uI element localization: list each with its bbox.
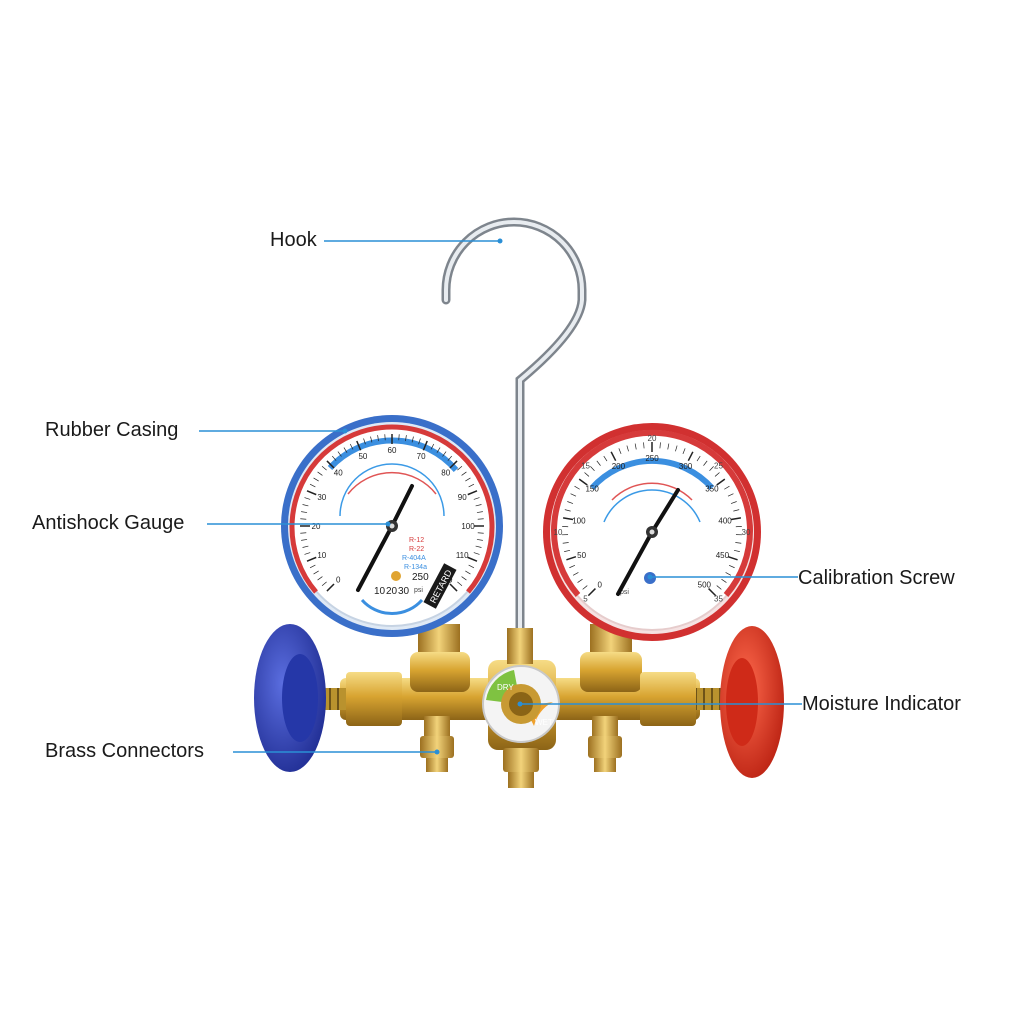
refrigerant-label: R-134a [404,564,427,571]
gauge-scale-label: 90 [458,493,467,502]
high-pressure-gauge: 0 50 100 150 200 250 300 350 400 450 500 5 10 15 20 25 3… [543,423,761,641]
gauge-scale-label: 300 [679,462,693,471]
gauge-scale-label: 110 [456,551,469,560]
moisture-indicator-label: Moisture Indicator [802,692,961,716]
refrigerant-label: R-12 [409,537,424,544]
low-pressure-gauge: 0102030405060708090100110120 R-12 R-22 R… [281,415,503,637]
gauge-inner-scale-label: 30 [742,528,751,537]
low-side-valve [254,624,402,772]
refrigerant-label: R-22 [409,546,424,553]
gauge-scale-label: 80 [441,468,450,477]
low-bottom-scale-label: 20 [386,586,398,597]
gauge-scale-label: 0 [336,576,341,585]
gauge-scale-label: 200 [612,462,626,471]
gauge-inner-scale-label: 15 [581,462,590,471]
rubber-casing-label: Rubber Casing [45,418,178,442]
gauge-inner-scale-label: 35 [714,594,723,603]
gauge-scale-label: 450 [716,551,730,560]
gauge-scale-label: 350 [705,485,719,494]
low-bottom-scale-label: 30 [398,586,410,597]
gauge-inner-scale-label: 25 [714,462,723,471]
gauge-inner-scale-label: 20 [648,434,657,443]
antishock-gauge-label: Antishock Gauge [32,511,184,535]
gauge-scale-label: 100 [572,516,586,525]
low-bottom-scale-label: 10 [374,586,386,597]
gauge-scale-label: 70 [417,452,426,461]
gauge-scale-label: 250 [645,454,659,463]
gauge-scale-label: 40 [334,468,343,477]
gauge-scale-label: 50 [358,452,367,461]
indicator-wet-text: WET [535,718,553,727]
calibration-screw-low[interactable] [391,571,401,581]
hook-label: Hook [270,228,317,252]
gauge-scale-label: 30 [317,493,326,502]
gauge-inner-scale-label: 5 [583,594,588,603]
gauge-scale-label: 500 [698,580,712,589]
low-bottom-scale: 10 20 30 [374,586,410,597]
gauge-scale-label: 0 [597,580,602,589]
gauge-scale-label: 100 [461,522,475,531]
indicator-dry-text: DRY [497,683,514,692]
calibration-screw-label: Calibration Screw [798,566,955,590]
gauge-scale-label: 60 [388,446,397,455]
gauge-scale-label: 400 [718,516,732,525]
gauge-inner-scale-label: 10 [554,528,563,537]
brass-connectors-label: Brass Connectors [45,739,204,763]
gauge-scale-label: 150 [585,485,599,494]
high-side-valve [640,626,784,778]
refrigerant-label: R-404A [402,555,426,562]
low-unit: psi [414,587,423,594]
low-max-label: 250 [412,572,429,583]
gauge-scale-label: 10 [317,551,326,560]
gauge-scale-label: 50 [577,551,586,560]
